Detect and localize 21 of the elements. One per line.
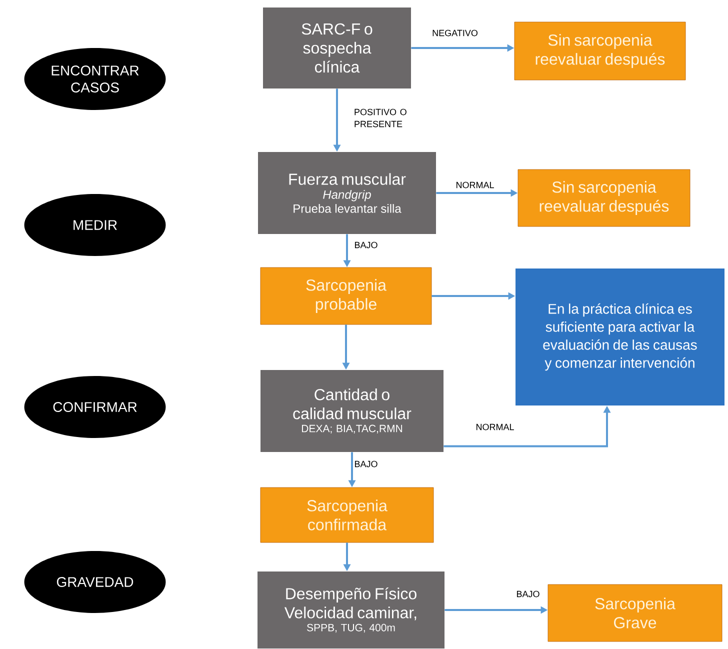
ellipse-label: GRAVEDAD (24, 551, 166, 613)
edge-label: NEGATIVO (432, 30, 478, 36)
result-box: Sin sarcopenia reevaluar después (518, 169, 690, 227)
process-box: Desempeño Físico Velocidad caminar, SPPB, TUG, 400m (258, 572, 444, 648)
edge-label: BAJO (355, 242, 378, 248)
edge-label: BAJO (517, 590, 540, 598)
ellipse-label: MEDIR (24, 194, 166, 256)
result-box: Sin sarcopenia reevaluar después (514, 22, 686, 80)
edge-label: POSITIVO O PRESENTE (354, 108, 406, 128)
process-box: Fuerza muscular Handgrip Prueba levantar silla (258, 152, 436, 234)
process-box: Cantidad o calidad muscular DEXA; BIA,TAC,RMN (260, 370, 444, 452)
result-box: Sarcopenia Grave (548, 584, 722, 642)
note-box: En la práctica clínica es suficiente para activar la evaluación de las causas y comenzar intervención (516, 268, 724, 406)
edge-label: BAJO (355, 460, 378, 468)
result-box: Sarcopenia confirmada (260, 487, 434, 543)
edge-label: NORMAL (476, 424, 514, 430)
edge-label: NORMAL (456, 182, 494, 188)
ellipse-label: CONFIRMAR (24, 376, 166, 438)
result-box: Sarcopenia probable (260, 267, 432, 325)
ellipse-label: ENCONTRAR CASOS (24, 48, 166, 110)
process-box: SARC-F o sospecha clínica (263, 8, 411, 88)
